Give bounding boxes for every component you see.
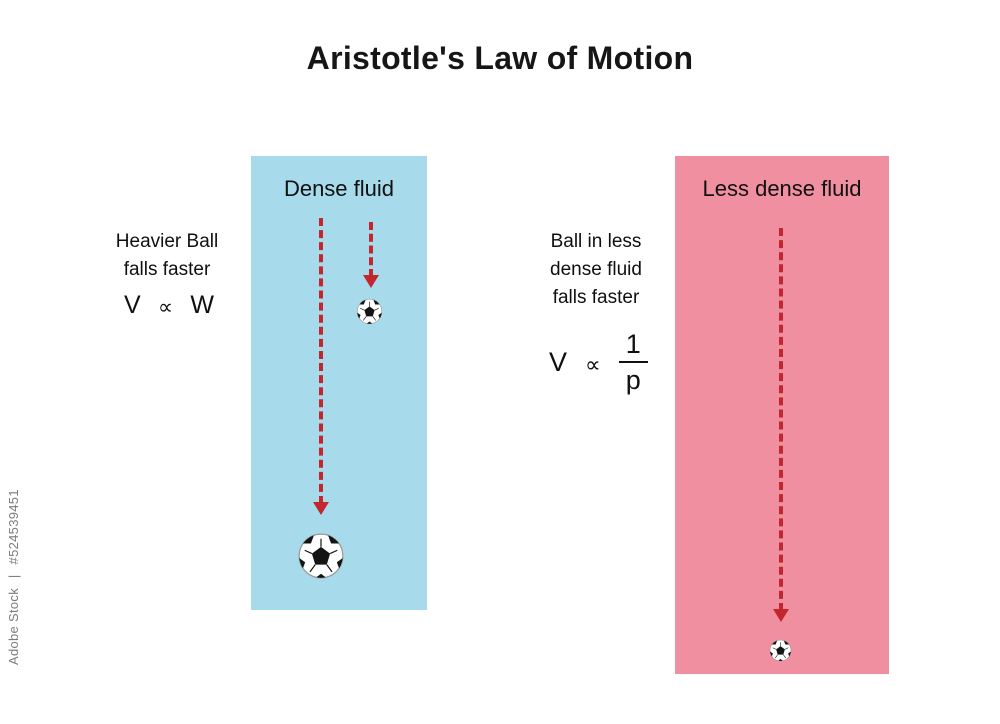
less-dense-fluid-label: Less dense fluid bbox=[702, 176, 862, 201]
dense-formula: V ∝ W bbox=[124, 291, 214, 320]
watermark-separator: | bbox=[6, 574, 21, 579]
watermark-id: #524539451 bbox=[6, 489, 21, 565]
watermark: Adobe Stock | #524539451 bbox=[6, 483, 21, 665]
annotation-line: Ball in less bbox=[550, 231, 642, 252]
proportional-symbol: ∝ bbox=[585, 352, 601, 378]
arrowhead-down-icon bbox=[363, 275, 379, 288]
formula-velocity: V bbox=[549, 346, 568, 377]
formula-weight: W bbox=[190, 291, 214, 319]
annotation-line: falls faster bbox=[123, 259, 211, 280]
dense-annotation: Heavier Ball falls faster bbox=[87, 228, 247, 284]
formula-velocity: V bbox=[124, 291, 141, 319]
fraction-numerator: 1 bbox=[618, 330, 648, 364]
less-dense-formula: V ∝ 1 p bbox=[549, 330, 648, 395]
annotation-line: falls faster bbox=[552, 287, 640, 308]
dashed-line bbox=[319, 218, 323, 504]
dense-fluid-label: Dense fluid bbox=[283, 176, 395, 201]
density-fraction: 1 p bbox=[618, 330, 648, 396]
dashed-line bbox=[779, 228, 783, 611]
dense-fluid-panel: Dense fluid bbox=[251, 156, 427, 610]
arrowhead-down-icon bbox=[313, 502, 329, 515]
annotation-line: dense fluid bbox=[550, 259, 642, 280]
diagram-title: Aristotle's Law of Motion bbox=[306, 40, 694, 76]
proportional-symbol: ∝ bbox=[158, 296, 174, 319]
dashed-line bbox=[369, 222, 373, 277]
watermark-brand: Adobe Stock bbox=[6, 587, 21, 665]
annotation-line: Heavier Ball bbox=[115, 231, 219, 252]
less-dense-annotation: Ball in less dense fluid falls faster bbox=[516, 228, 676, 312]
arrowhead-down-icon bbox=[773, 609, 789, 622]
light-soccer-ball-icon bbox=[356, 298, 383, 325]
heavy-soccer-ball-icon bbox=[297, 532, 345, 580]
fraction-denominator: p bbox=[625, 365, 641, 396]
less-dense-soccer-ball-icon bbox=[769, 639, 792, 662]
